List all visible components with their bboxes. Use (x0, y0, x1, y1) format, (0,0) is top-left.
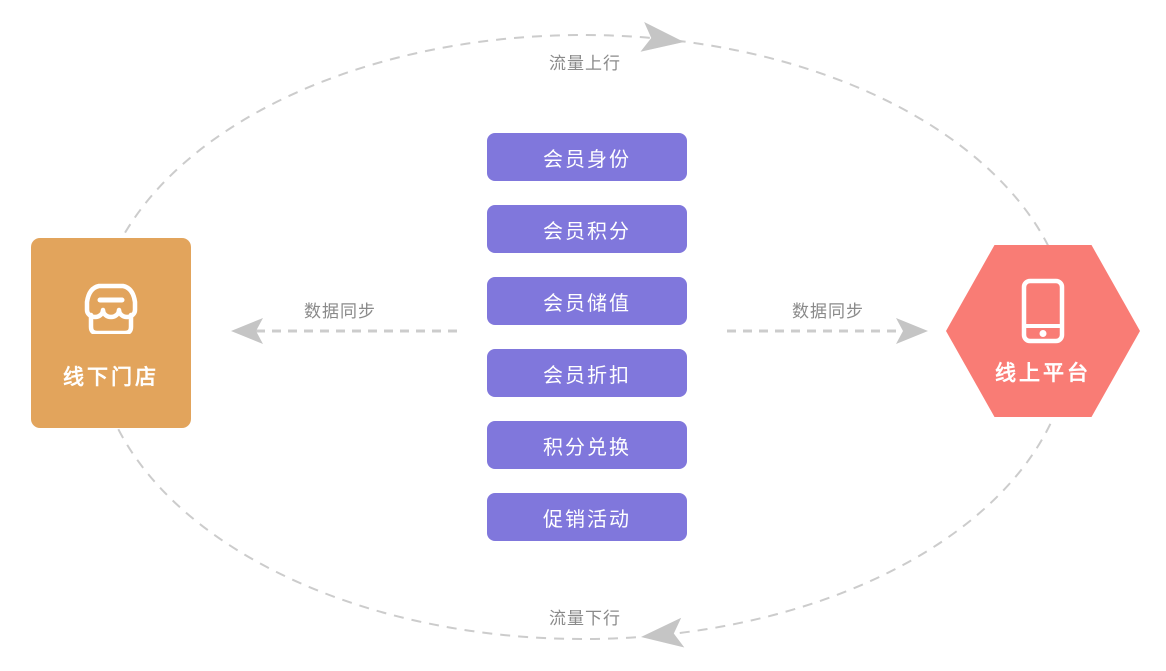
flow-up-label: 流量上行 (549, 54, 621, 73)
flow-down-arrowhead (641, 617, 685, 648)
feature-pill-member-stored-value: 会员储值 (487, 277, 687, 325)
sync-left-arrowhead (231, 318, 263, 344)
phone-icon (1021, 278, 1065, 343)
sync-right-label: 数据同步 (792, 302, 864, 321)
feature-pill-promotion: 促销活动 (487, 493, 687, 541)
flow-up-arrowhead (640, 21, 684, 52)
offline-store-node: 线下门店 (31, 238, 191, 428)
feature-pill-member-identity: 会员身份 (487, 133, 687, 181)
storefront-icon (84, 283, 138, 334)
feature-pill-list: 会员身份 会员积分 会员储值 会员折扣 积分兑换 促销活动 (487, 133, 687, 541)
online-platform-label: 线上平台 (995, 361, 1091, 385)
sync-right-arrowhead (896, 318, 928, 344)
feature-pill-points-redeem: 积分兑换 (487, 421, 687, 469)
sync-left-label: 数据同步 (304, 302, 376, 321)
offline-store-label: 线下门店 (63, 365, 159, 389)
feature-pill-member-discount: 会员折扣 (487, 349, 687, 397)
flow-down-label: 流量下行 (549, 609, 621, 628)
feature-pill-member-points: 会员积分 (487, 205, 687, 253)
